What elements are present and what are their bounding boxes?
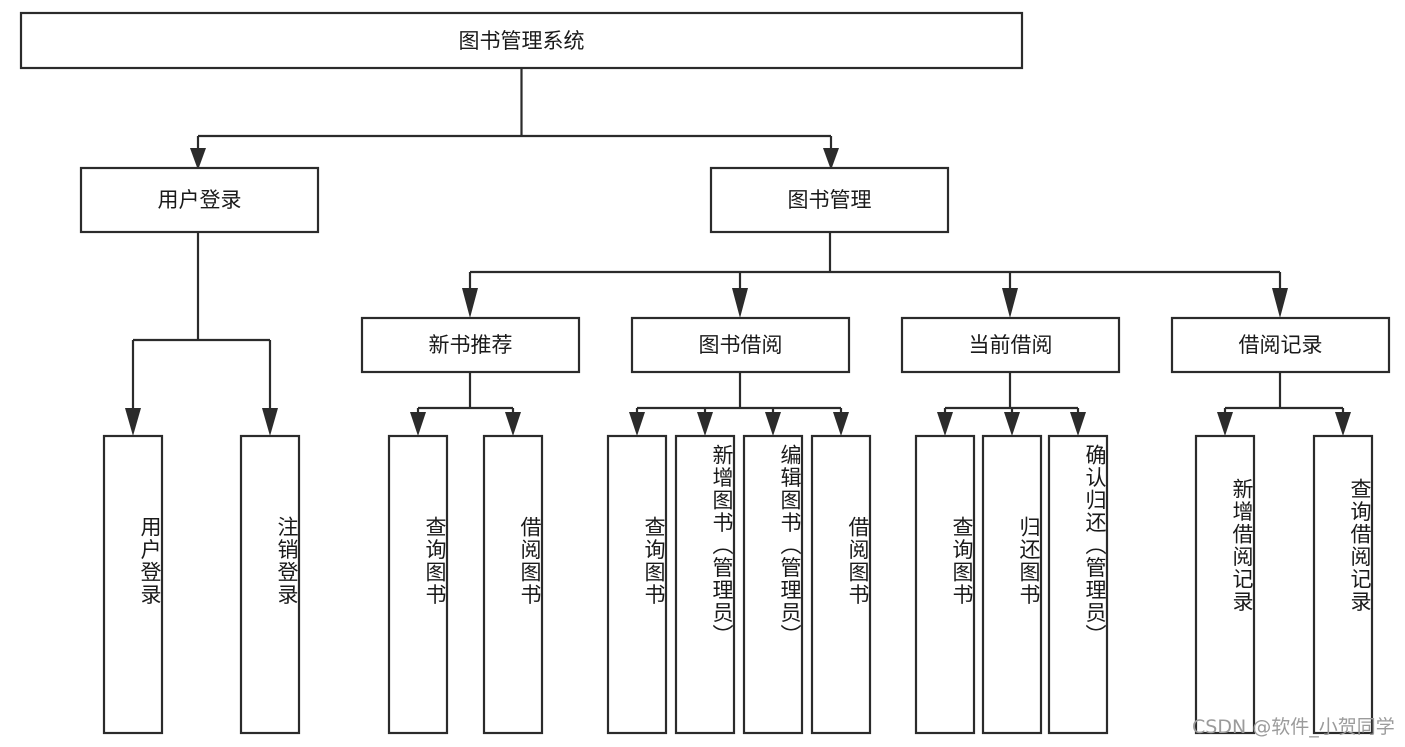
node-new-book-recommend-label: 新书推荐 (429, 333, 513, 357)
node-leaf-user-login[interactable] (102, 434, 164, 735)
arrow-to-leaf-return-book (1004, 412, 1020, 436)
arrow-to-leaf-logout (262, 408, 278, 436)
node-book-management-label: 图书管理 (788, 188, 872, 212)
node-leaf-borrow-book-2[interactable] (810, 434, 872, 735)
node-leaf-query-book-3[interactable] (914, 434, 976, 735)
node-leaf-edit-book[interactable] (742, 434, 804, 735)
node-leaf-query-record[interactable] (1312, 434, 1374, 735)
connector-book-management-children (468, 232, 1282, 290)
connector-borrow-record-children (1223, 372, 1345, 415)
arrow-to-leaf-borrow-book-1 (505, 412, 521, 436)
node-book-borrow[interactable] (630, 316, 851, 374)
node-book-management[interactable] (709, 166, 950, 234)
node-leaf-return-book[interactable] (981, 434, 1043, 735)
node-leaf-confirm-return[interactable] (1047, 434, 1109, 735)
arrow-to-leaf-add-record (1217, 412, 1233, 436)
node-borrow-record[interactable] (1170, 316, 1391, 374)
node-leaf-logout[interactable] (239, 434, 301, 735)
arrow-to-leaf-query-book-2 (629, 412, 645, 436)
node-leaf-add-book[interactable] (674, 434, 736, 735)
arrow-to-leaf-confirm-return (1070, 412, 1086, 436)
node-new-book-recommend[interactable] (360, 316, 581, 374)
arrow-to-leaf-query-book-3 (937, 412, 953, 436)
node-leaf-query-book-2[interactable] (606, 434, 668, 735)
connector-root-to-level2 (196, 68, 833, 150)
arrow-to-leaf-borrow-book-2 (833, 412, 849, 436)
arrow-to-book-management (823, 148, 839, 170)
connector-current-borrow-children (943, 372, 1080, 415)
node-leaf-borrow-book-1[interactable] (482, 434, 544, 735)
node-borrow-record-label: 借阅记录 (1239, 333, 1323, 357)
arrow-to-leaf-edit-book (765, 412, 781, 436)
node-leaf-query-book-1[interactable] (387, 434, 449, 735)
arrow-to-book-borrow (732, 288, 748, 318)
arrow-to-current-borrow (1002, 288, 1018, 318)
node-leaf-add-record[interactable] (1194, 434, 1256, 735)
node-root[interactable] (19, 11, 1024, 70)
arrow-to-new-book-recommend (462, 288, 478, 318)
arrow-to-borrow-record (1272, 288, 1288, 318)
node-current-borrow[interactable] (900, 316, 1121, 374)
node-current-borrow-label: 当前借阅 (969, 333, 1053, 357)
arrow-to-leaf-user-login (125, 408, 141, 436)
arrow-to-user-login (190, 148, 206, 170)
arrow-to-leaf-query-record (1335, 412, 1351, 436)
node-book-borrow-label: 图书借阅 (699, 333, 783, 357)
connector-book-borrow-children (635, 372, 843, 415)
node-user-login-label: 用户登录 (158, 188, 242, 212)
csdn-watermark: CSDN @软件_小贺同学 (1192, 716, 1395, 738)
connector-new-book-recommend-children (416, 372, 515, 415)
arrow-to-leaf-query-book-1 (410, 412, 426, 436)
node-user-login[interactable] (79, 166, 320, 234)
connector-user-login-children (131, 232, 272, 410)
arrow-to-leaf-add-book (697, 412, 713, 436)
node-root-label: 图书管理系统 (459, 29, 585, 53)
